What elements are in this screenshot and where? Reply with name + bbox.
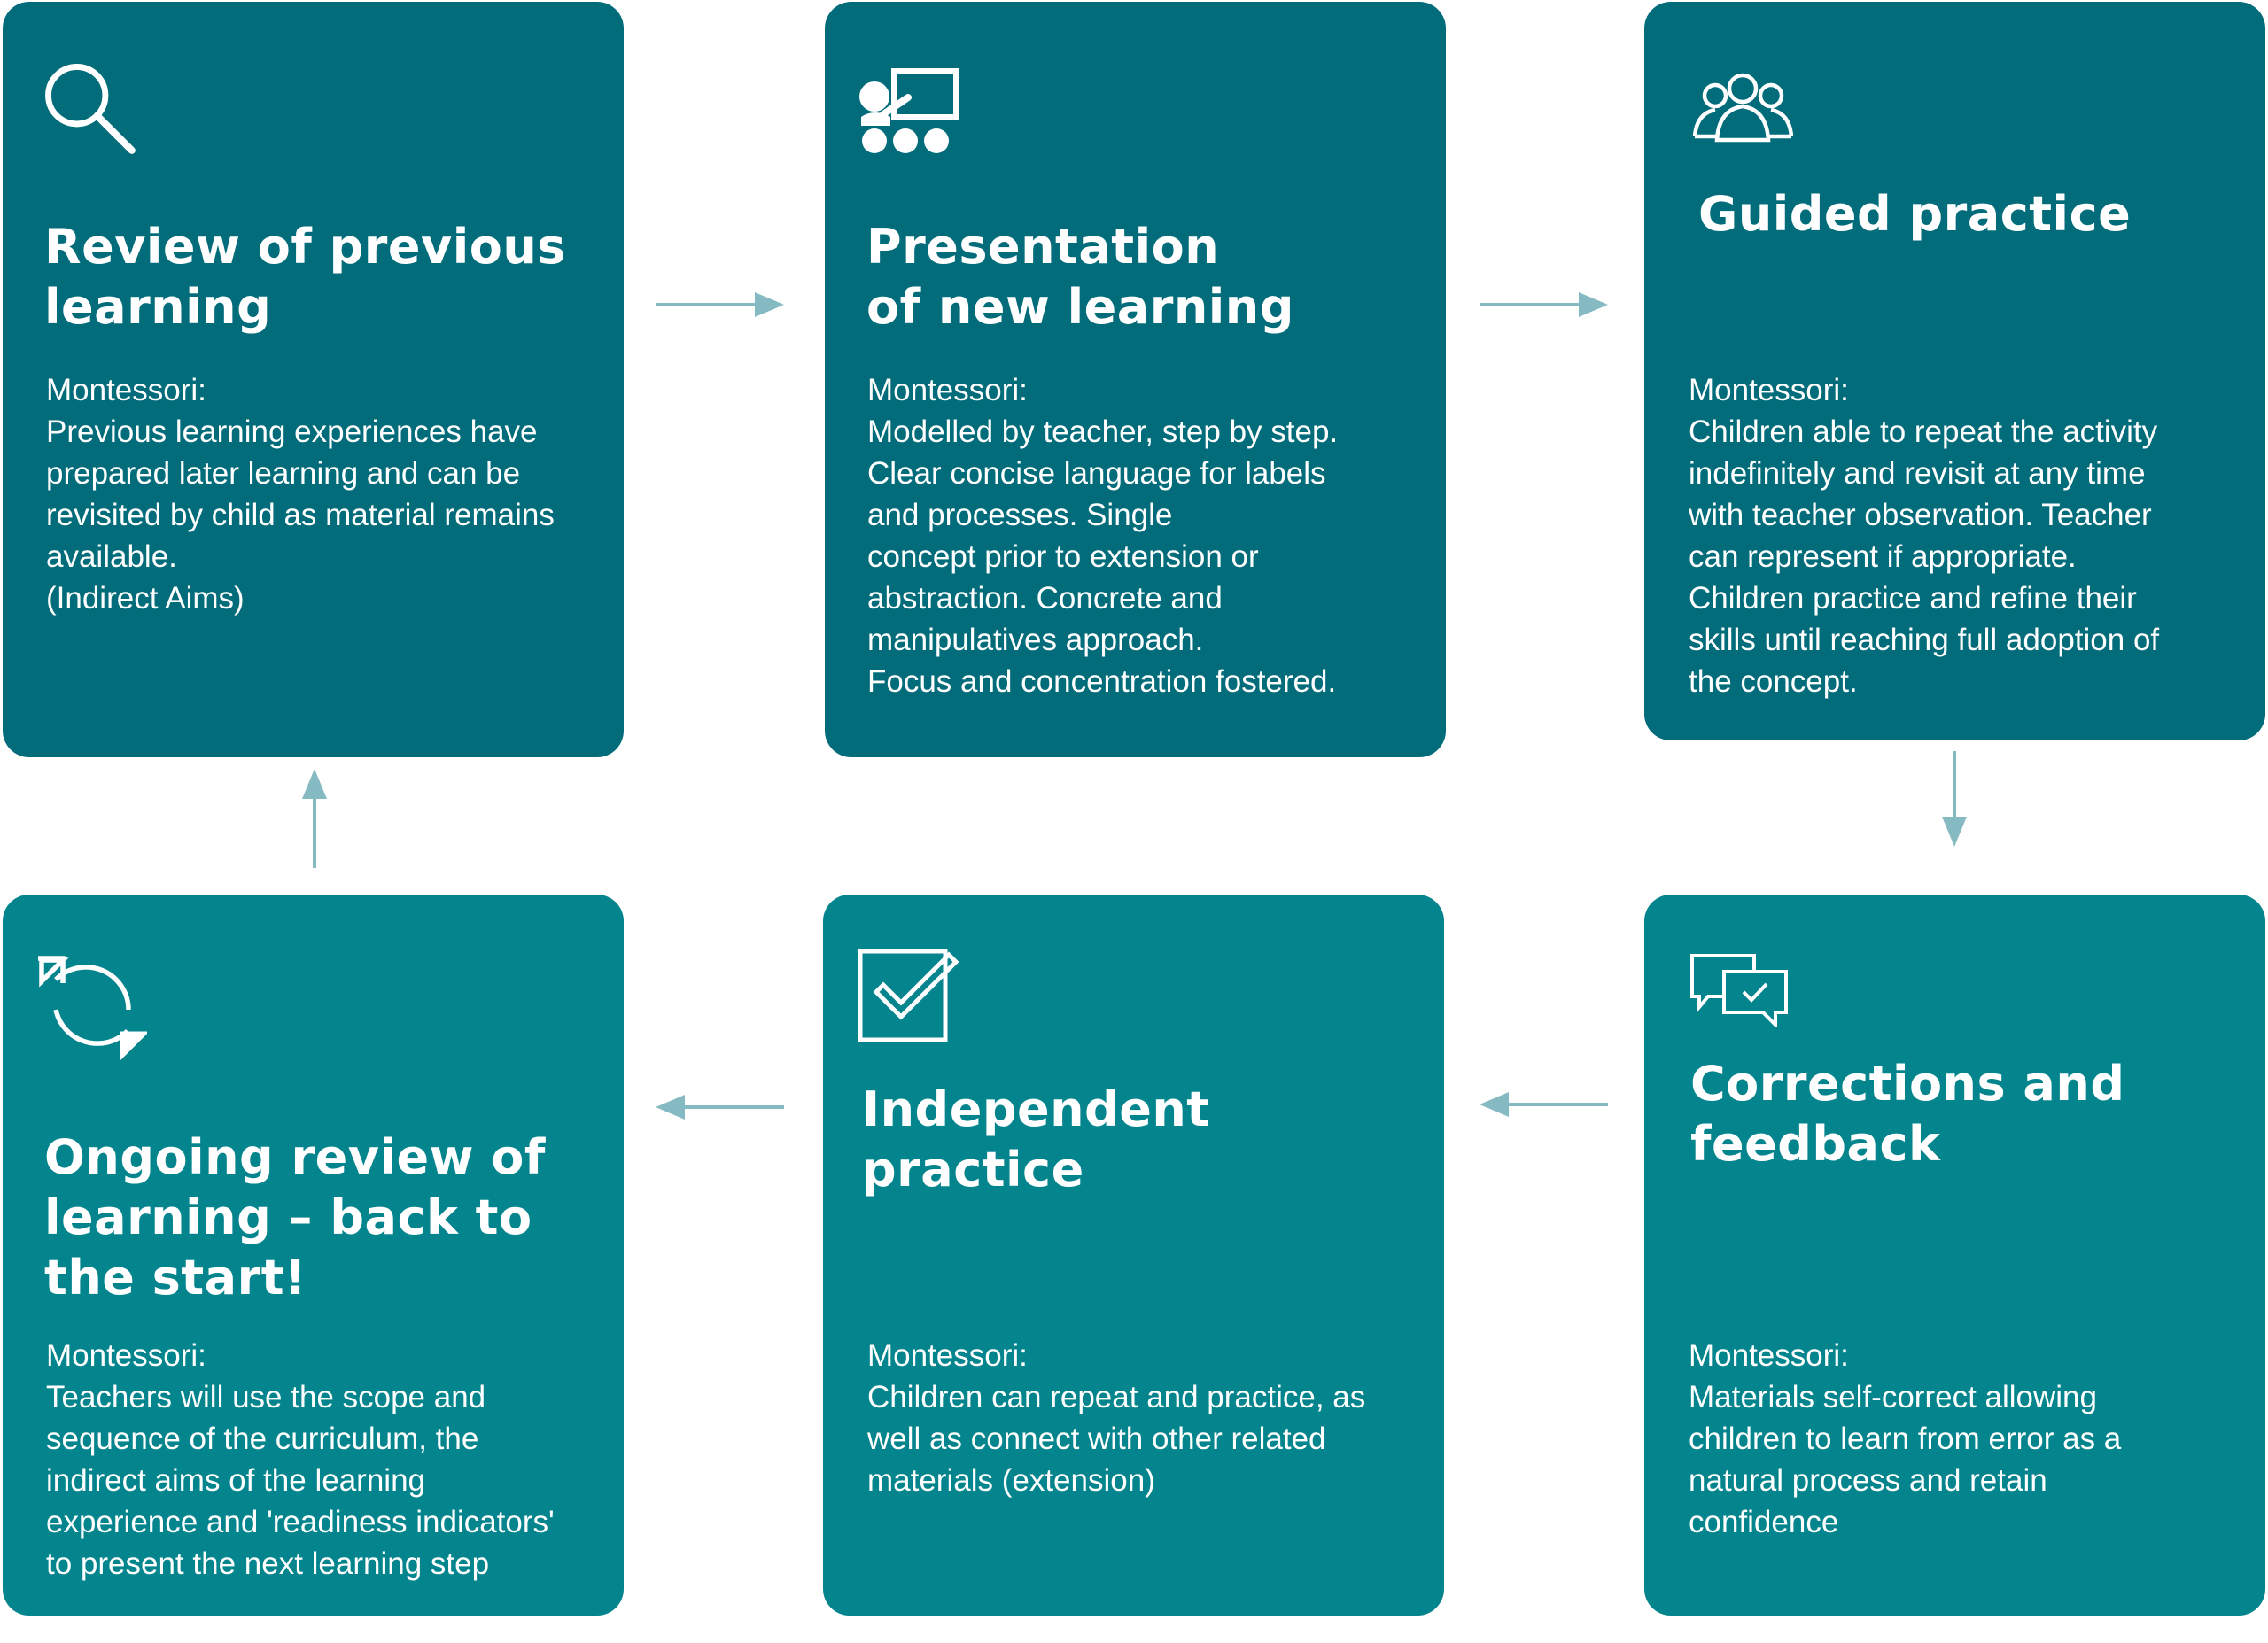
checkbox-checked-icon: [857, 946, 963, 1043]
arrow-up-icon: [299, 769, 330, 868]
body-line: and processes. Single: [867, 498, 1173, 532]
body-line: Children able to repeat the activity: [1689, 415, 2158, 449]
body-line: with teacher observation. Teacher: [1689, 498, 2152, 532]
card-ongoing-review-of-learning: Ongoing review of learning – back to the…: [3, 895, 624, 1616]
body-line: prepared later learning and can be: [46, 456, 521, 491]
body-line: sequence of the curriculum, the: [46, 1422, 479, 1456]
title-line: learning – back to: [44, 1190, 532, 1245]
card-body: Montessori: Teachers will use the scope …: [46, 1335, 555, 1585]
body-line: skills until reaching full adoption of: [1689, 623, 2160, 657]
body-line: Children practice and refine their: [1689, 581, 2137, 616]
body-line: confidence: [1689, 1505, 1839, 1539]
body-line: Clear concise language for labels: [867, 456, 1326, 491]
card-body: Montessori: Modelled by teacher, step by…: [867, 369, 1338, 702]
card-title: Presentation of new learning: [866, 217, 1294, 337]
card-title: Guided practice: [1698, 184, 2131, 244]
title-line: practice: [862, 1142, 1084, 1197]
body-line: to present the next learning step: [46, 1546, 490, 1581]
title-line: Independent: [862, 1081, 1210, 1137]
card-body: Montessori: Children can repeat and prac…: [867, 1335, 1365, 1501]
title-line: the start!: [44, 1250, 307, 1306]
title-line: Review of previous: [44, 219, 566, 275]
body-line: Previous learning experiences have: [46, 415, 538, 449]
body-line: Teachers will use the scope and: [46, 1380, 486, 1414]
body-line: materials (extension): [867, 1463, 1155, 1498]
title-line: feedback: [1690, 1116, 1941, 1172]
body-line: Modelled by teacher, step by step.: [867, 415, 1339, 449]
search-icon: [38, 57, 140, 159]
body-line: abstraction. Concrete and: [867, 581, 1223, 616]
card-corrections-and-feedback: Corrections and feedback Montessori: Mat…: [1644, 895, 2265, 1616]
body-line: experience and 'readiness indicators': [46, 1505, 555, 1539]
title-line: Guided practice: [1698, 186, 2132, 242]
arrow-right-icon: [1480, 289, 1608, 321]
body-line: Montessori:: [867, 1338, 1028, 1373]
arrow-left-icon: [1480, 1089, 1608, 1120]
title-line: Corrections and: [1690, 1056, 2125, 1112]
title-line: learning: [44, 279, 272, 335]
body-line: Montessori:: [1689, 373, 1849, 407]
title-line: of new learning: [866, 279, 1294, 335]
body-line: Montessori:: [1689, 1338, 1849, 1373]
arrow-left-icon: [656, 1091, 784, 1123]
card-review-of-previous-learning: Review of previous learning Montessori: …: [3, 2, 624, 757]
body-line: manipulatives approach.: [867, 623, 1204, 657]
card-title: Corrections and feedback: [1690, 1054, 2124, 1174]
body-line: children to learn from error as a: [1689, 1422, 2122, 1456]
title-line: Presentation: [866, 219, 1220, 275]
body-line: indirect aims of the learning: [46, 1463, 425, 1498]
arrow-down-icon: [1938, 751, 1970, 847]
card-independent-practice: Independent practice Montessori: Childre…: [823, 895, 1444, 1616]
arrow-right-icon: [656, 289, 784, 321]
presentation-board-icon: [857, 66, 963, 159]
card-body: Montessori: Previous learning experience…: [46, 369, 555, 619]
body-line: Children can repeat and practice, as: [867, 1380, 1366, 1414]
body-line: well as connect with other related: [867, 1422, 1326, 1456]
body-line: (Indirect Aims): [46, 581, 245, 616]
group-people-icon: [1692, 71, 1794, 143]
card-title: Ongoing review of learning – back to the…: [44, 1128, 546, 1308]
body-line: available.: [46, 539, 177, 574]
body-line: revisited by child as material remains: [46, 498, 555, 532]
body-line: Montessori:: [867, 373, 1028, 407]
body-line: can represent if appropriate.: [1689, 539, 2077, 574]
body-line: natural process and retain: [1689, 1463, 2047, 1498]
body-line: Montessori:: [46, 1338, 206, 1373]
body-line: Materials self-correct allowing: [1689, 1380, 2097, 1414]
body-line: the concept.: [1689, 664, 1858, 699]
card-presentation-of-new-learning: Presentation of new learning Montessori:…: [825, 2, 1446, 757]
card-guided-practice: Guided practice Montessori: Children abl…: [1644, 2, 2265, 740]
chat-check-icon: [1689, 952, 1790, 1027]
body-line: concept prior to extension or: [867, 539, 1259, 574]
body-line: Montessori:: [46, 373, 206, 407]
card-title: Independent practice: [862, 1080, 1210, 1200]
title-line: Ongoing review of: [44, 1129, 546, 1185]
body-line: indefinitely and revisit at any time: [1689, 456, 2146, 491]
card-body: Montessori: Children able to repeat the …: [1689, 369, 2159, 702]
card-title: Review of previous learning: [44, 217, 566, 337]
body-line: Focus and concentration fostered.: [867, 664, 1337, 699]
card-body: Montessori: Materials self-correct allow…: [1689, 1335, 2121, 1543]
refresh-cycle-icon: [36, 955, 147, 1061]
